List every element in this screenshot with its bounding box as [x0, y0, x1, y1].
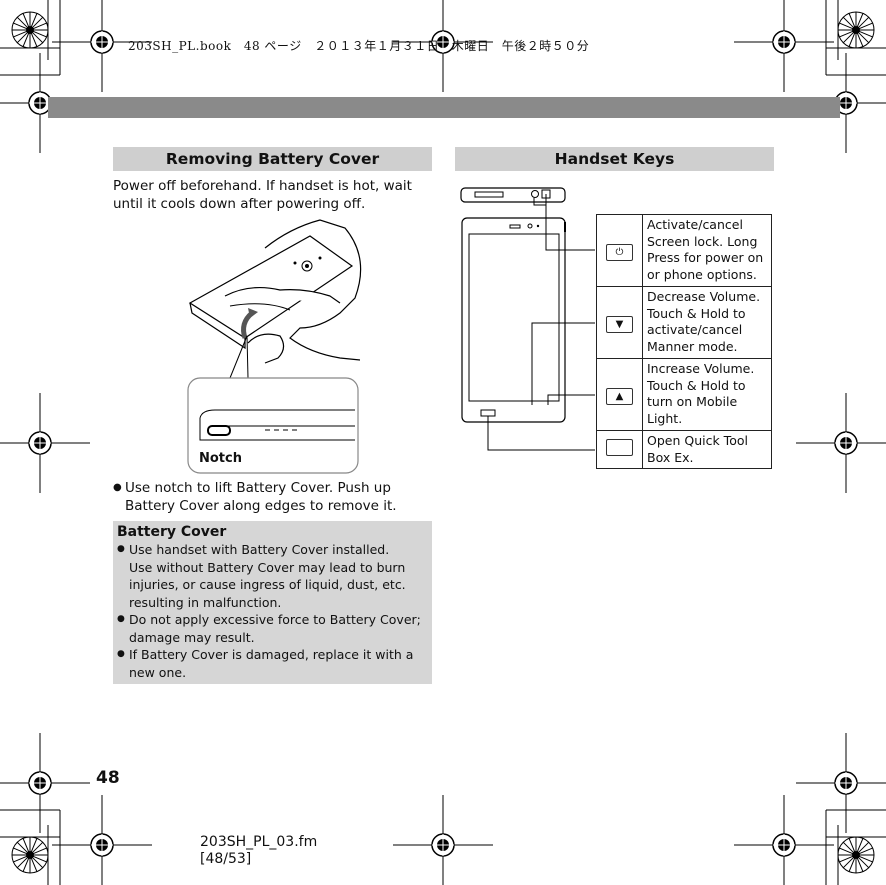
section-heading-handset-keys: Handset Keys: [455, 147, 774, 171]
section-heading-removing-battery-cover: Removing Battery Cover: [113, 147, 432, 171]
notch-label: Notch: [199, 451, 242, 466]
battery-cover-note: Battery Cover Use handset with Battery C…: [113, 521, 432, 684]
page-number: 48: [96, 768, 120, 788]
note-item: Do not apply excessive force to Battery …: [117, 611, 428, 646]
handset-illustration: [460, 187, 595, 451]
book-header: 203SH_PL.book 48 ページ ２０１３年１月３１日 木曜日 午後２時…: [128, 39, 590, 53]
step-text: Use notch to lift Battery Cover. Push up…: [113, 479, 445, 515]
battery-cover-illustration: [187, 219, 362, 474]
note-title: Battery Cover: [117, 524, 227, 540]
table-row: ▼ Decrease Volume. Touch & Hold to activ…: [596, 286, 772, 359]
page-bar: [48, 97, 840, 118]
intro-text: Power off beforehand. If handset is hot,…: [113, 178, 412, 212]
quick-tool-key-icon: [606, 439, 633, 456]
note-item: If Battery Cover is damaged, replace it …: [117, 646, 428, 681]
note-item: Use handset with Battery Cover installed…: [117, 541, 428, 611]
power-icon: ⏻: [606, 244, 633, 261]
volume-up-icon: ▲: [606, 388, 633, 405]
table-row: ⏻ Activate/cancel Screen lock. Long Pres…: [596, 214, 772, 287]
file-footer: 203SH_PL_03.fm [48/53]: [200, 834, 318, 867]
volume-down-icon: ▼: [606, 316, 633, 333]
handset-keys-table: ⏻ Activate/cancel Screen lock. Long Pres…: [596, 214, 772, 469]
table-row: ▲ Increase Volume. Touch & Hold to turn …: [596, 358, 772, 431]
table-row: Open Quick Tool Box Ex.: [596, 430, 772, 469]
